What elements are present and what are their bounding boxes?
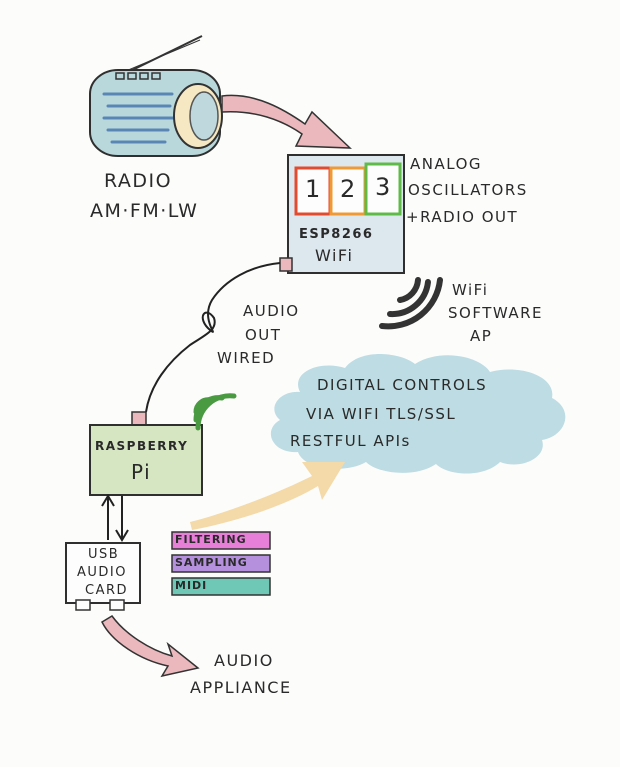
arrow-radio-to-esp — [221, 94, 352, 149]
esp-module — [279, 154, 405, 274]
usb-card-body — [65, 542, 141, 604]
pi-body — [89, 424, 203, 496]
pi-connector — [131, 411, 147, 427]
usb-label-line2: AUDIO — [77, 565, 127, 580]
pi-label-line1: RASPBERRY — [95, 439, 189, 453]
audio-cable — [145, 262, 281, 413]
tag-sampling: SAMPLING — [175, 556, 248, 569]
esp-label-line2: WiFi — [315, 246, 354, 265]
appliance-label-line2: APPLIANCE — [190, 678, 292, 697]
tag-filtering: FILTERING — [175, 533, 247, 546]
arrow-usb-to-appliance — [101, 615, 200, 678]
usb-label-line1: USB — [88, 547, 120, 562]
radio-label-line1: RADIO — [104, 170, 173, 192]
radio-icon — [89, 35, 223, 157]
audio-out-label-line1: AUDIO — [243, 302, 300, 320]
radio-buttons — [115, 72, 161, 80]
osc-description-line3: +RADIO OUT — [406, 208, 519, 226]
pi-wifi-icon — [193, 393, 237, 431]
usb-pi-link — [101, 494, 129, 542]
radio-label-line2: AM·FM·LW — [90, 200, 199, 222]
esp-audio-jack — [279, 257, 293, 272]
wifi-ap-label-line1: WiFi — [452, 281, 489, 299]
tag-sampling-box — [171, 554, 271, 573]
appliance-label-line1: AUDIO — [214, 651, 274, 670]
usb-audio-card — [65, 542, 141, 611]
tag-midi: MIDI — [175, 579, 208, 592]
osc-description-line1: ANALOG — [410, 155, 482, 173]
tag-filtering-box — [171, 531, 271, 550]
osc-3-box — [364, 162, 402, 216]
pi-label-line2: Pi — [131, 460, 152, 484]
arrow-pi-to-cloud — [190, 462, 345, 530]
audio-out-label-line3: WIRED — [217, 349, 276, 367]
raspberry-pi-board — [89, 411, 203, 496]
cloud-shape — [270, 354, 566, 474]
audio-out-label-line2: OUT — [245, 326, 282, 344]
radio-speaker-lines — [102, 92, 176, 144]
tag-midi-box — [171, 577, 271, 596]
esp-label-line1: ESP8266 — [299, 227, 374, 242]
wifi-ap-label-line2: SOFTWARE — [448, 304, 544, 322]
osc-3-label: 3 — [375, 173, 392, 201]
cloud-text-line3: RESTFUL APIs — [290, 432, 411, 450]
wifi-ap-label-line3: AP — [470, 327, 493, 345]
osc-2-label: 2 — [340, 175, 357, 203]
cloud-text-line2: VIA WIFI TLS/SSL — [306, 405, 457, 423]
wifi-ap-icon — [379, 277, 443, 330]
osc-1-label: 1 — [305, 175, 322, 203]
usb-label-line3: CARD — [85, 583, 129, 598]
cloud-text-line1: DIGITAL CONTROLS — [317, 376, 488, 394]
osc-description-line2: OSCILLATORS — [408, 181, 528, 199]
